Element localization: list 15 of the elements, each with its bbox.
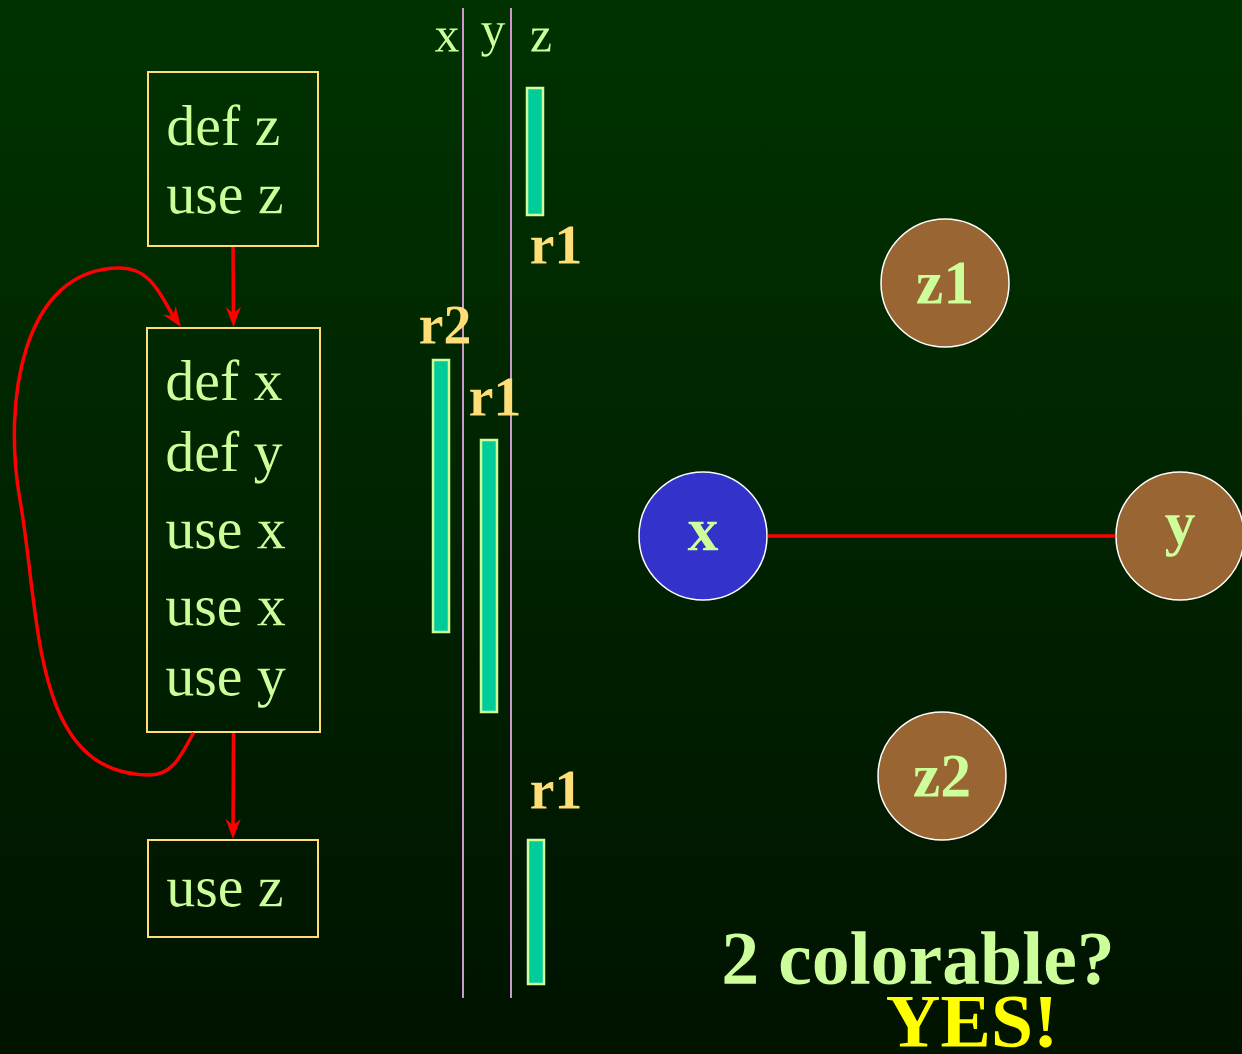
- code-box: def x def y use x use x use y: [146, 327, 321, 733]
- column-header: x: [435, 28, 459, 52]
- answer-text: YES!: [887, 996, 1052, 1048]
- register-label: r1: [531, 771, 580, 809]
- column-header: z: [531, 28, 551, 52]
- live-range-bar: [526, 838, 546, 986]
- live-range-bar: [479, 438, 499, 714]
- live-range-bar: [525, 86, 545, 217]
- question-text: 2 colorable?: [724, 931, 1111, 985]
- code-box: def z use z: [147, 71, 319, 247]
- live-range-bar: [431, 358, 451, 634]
- column-header: y: [481, 23, 506, 57]
- register-label: r1: [531, 226, 580, 264]
- code-box: use z: [147, 839, 319, 938]
- arrow: [12, 266, 196, 777]
